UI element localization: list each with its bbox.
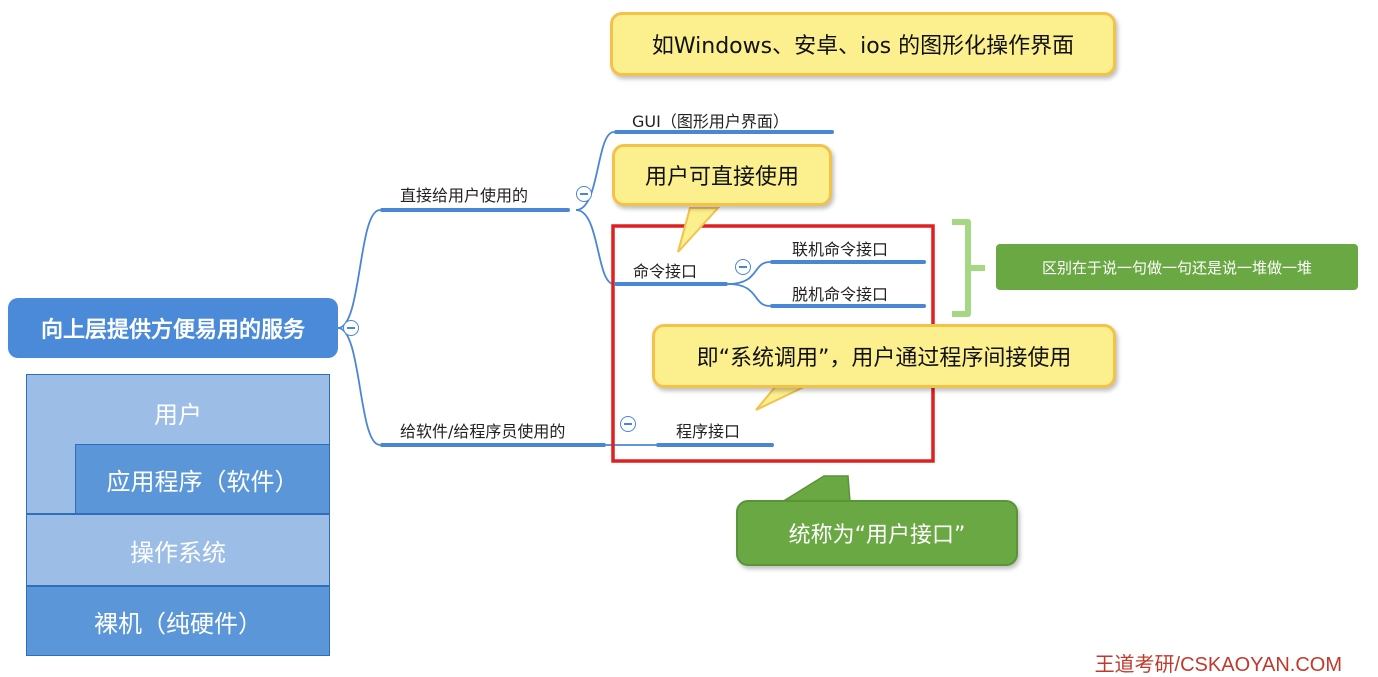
branch-command-label[interactable]: 命令接口 (633, 262, 698, 281)
branch-direct-underline (380, 208, 570, 212)
root-node[interactable]: 向上层提供方便易用的服务 (8, 298, 338, 358)
branch-online-underline (770, 260, 926, 264)
branch-online-label[interactable]: 联机命令接口 (792, 240, 889, 259)
branch-program-user-label[interactable]: 给软件/给程序员使用的 (400, 422, 566, 441)
branch-program-user-underline (380, 443, 606, 447)
collapse-icon[interactable] (620, 416, 636, 432)
collapse-icon[interactable] (576, 186, 592, 202)
layer-os: 操作系统 (26, 514, 330, 586)
layer-app: 应用程序（软件） (75, 444, 330, 514)
collapse-icon[interactable] (343, 320, 359, 336)
difference-note: 区别在于说一句做一句还是说一堆做一堆 (996, 244, 1358, 290)
collapse-icon[interactable] (735, 259, 751, 275)
watermark: 王道考研/CSKAOYAN.COM (1094, 654, 1342, 676)
branch-program-underline (656, 443, 774, 447)
callout-summary-note: 统称为“用户接口” (736, 500, 1018, 566)
layer-hardware: 裸机（纯硬件） (26, 586, 330, 656)
branch-command-underline (614, 282, 728, 286)
branch-offline-label[interactable]: 脱机命令接口 (792, 285, 889, 304)
branch-program-label[interactable]: 程序接口 (676, 422, 741, 441)
branch-gui-label[interactable]: GUI（图形用户界面） (632, 112, 789, 131)
branch-gui-underline (614, 130, 834, 134)
callout-direct-note: 用户可直接使用 (612, 144, 832, 206)
root-label: 向上层提供方便易用的服务 (40, 318, 305, 343)
callout-gui-note: 如Windows、安卓、ios 的图形化操作界面 (610, 12, 1116, 76)
callout-syscall-note: 即“系统调用”，用户通过程序间接使用 (652, 324, 1116, 388)
branch-direct-label[interactable]: 直接给用户使用的 (400, 186, 529, 205)
green-bracket (952, 219, 985, 317)
branch-offline-underline (770, 304, 926, 308)
